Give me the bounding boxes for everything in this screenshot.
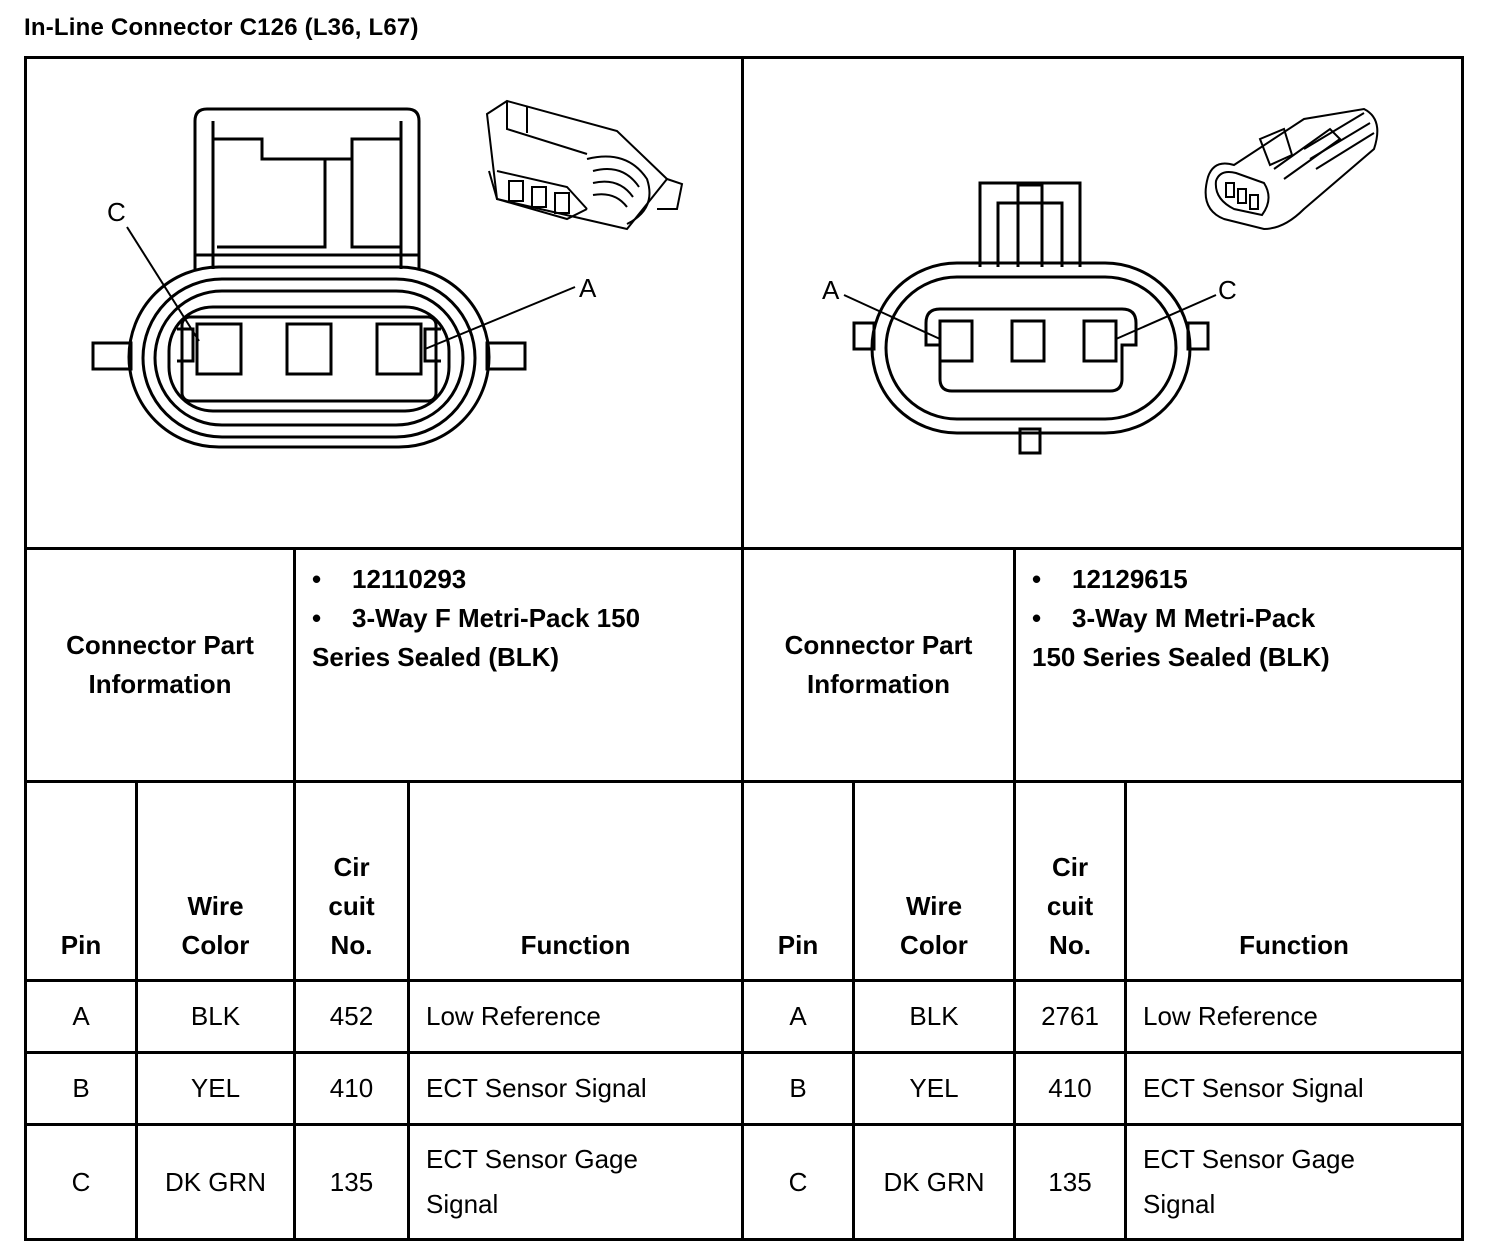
left-part-info-label: Connector Part Information xyxy=(24,547,296,783)
wire-color-cell: DK GRN xyxy=(852,1123,1016,1241)
pin-a-label: A xyxy=(822,275,840,305)
pin-c-label: C xyxy=(107,197,126,227)
connector-thumbnail-icon xyxy=(1204,107,1379,231)
pin-cell: A xyxy=(741,979,855,1054)
table-row: B YEL 410 ECT Sensor Signal B YEL 410 EC… xyxy=(24,1051,1464,1126)
header-pin: Pin xyxy=(24,780,138,982)
wire-color-cell: DK GRN xyxy=(135,1123,296,1241)
part-label-line-2: Information xyxy=(807,669,950,699)
pin-cell: C xyxy=(741,1123,855,1241)
female-connector-face-drawing: C A xyxy=(91,99,684,449)
table-row: A BLK 452 Low Reference A BLK 2761 Low R… xyxy=(24,979,1464,1054)
left-part-info: •12110293 •3-Way F Metri-Pack 150 Series… xyxy=(293,547,744,783)
header-function: Function xyxy=(1124,780,1464,982)
connector-thumbnail-icon xyxy=(485,99,684,231)
circuit-cell: 410 xyxy=(1013,1051,1127,1126)
header-function: Function xyxy=(407,780,744,982)
part-description-cont: 150 Series Sealed (BLK) xyxy=(1032,642,1330,672)
function-cell: ECT Sensor Gage Signal xyxy=(407,1123,744,1241)
pin-cell: B xyxy=(24,1051,138,1126)
pin-c-label: C xyxy=(1218,275,1237,305)
pin-a-label: A xyxy=(579,273,597,303)
circuit-cell: 2761 xyxy=(1013,979,1127,1054)
circuit-cell: 452 xyxy=(293,979,410,1054)
function-cell: Low Reference xyxy=(407,979,744,1054)
header-pin: Pin xyxy=(741,780,855,982)
part-description: 3-Way M Metri-Pack xyxy=(1072,603,1316,633)
page-title: In-Line Connector C126 (L36, L67) xyxy=(24,14,419,41)
circuit-cell: 410 xyxy=(293,1051,410,1126)
circuit-cell: 135 xyxy=(293,1123,410,1241)
function-cell: ECT Sensor Gage Signal xyxy=(1124,1123,1464,1241)
connector-table: C A xyxy=(24,56,1464,1241)
part-description-cont: Series Sealed (BLK) xyxy=(312,642,560,672)
part-label-line-2: Information xyxy=(88,669,232,699)
pin-cell: B xyxy=(741,1051,855,1126)
pin-cell: C xyxy=(24,1123,138,1241)
right-connector-diagram: A C xyxy=(741,56,1464,550)
right-part-info-label: Connector Part Information xyxy=(741,547,1016,783)
part-label-line-1: Connector Part xyxy=(66,630,254,660)
part-label-line-1: Connector Part xyxy=(784,630,973,660)
left-connector-diagram: C A xyxy=(24,56,744,550)
function-cell: ECT Sensor Signal xyxy=(407,1051,744,1126)
table-row: C DK GRN 135 ECT Sensor Gage Signal C DK… xyxy=(24,1123,1464,1241)
circuit-cell: 135 xyxy=(1013,1123,1127,1241)
wire-color-cell: YEL xyxy=(135,1051,296,1126)
wire-color-cell: YEL xyxy=(852,1051,1016,1126)
wire-color-cell: BLK xyxy=(135,979,296,1054)
part-description: 3-Way F Metri-Pack 150 xyxy=(352,603,641,633)
part-number: 12110293 xyxy=(352,564,467,594)
part-number: 12129615 xyxy=(1072,564,1188,594)
male-connector-face-drawing: A C xyxy=(822,107,1379,455)
right-part-info: •12129615 •3-Way M Metri-Pack 150 Series… xyxy=(1013,547,1464,783)
function-cell: ECT Sensor Signal xyxy=(1124,1051,1464,1126)
wire-color-cell: BLK xyxy=(852,979,1016,1054)
function-cell: Low Reference xyxy=(1124,979,1464,1054)
pin-cell: A xyxy=(24,979,138,1054)
